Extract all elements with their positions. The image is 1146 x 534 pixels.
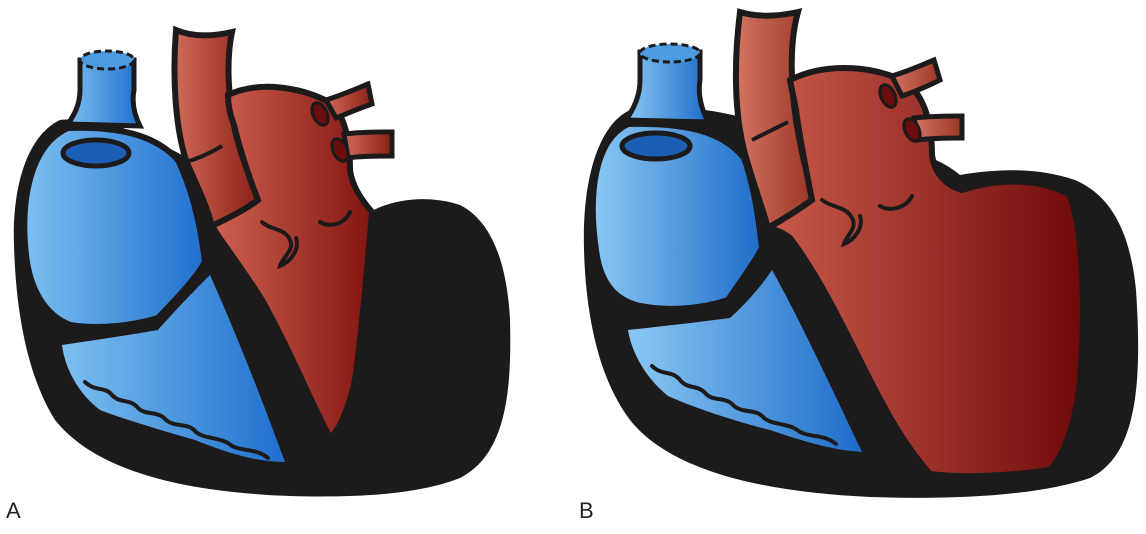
heart-b-pulmonary-vein-upper	[892, 60, 940, 96]
heart-a-ivc-opening	[63, 140, 129, 166]
heart-a-pulmonary-vein-upper	[326, 84, 372, 118]
panel-label-a: A	[6, 500, 21, 522]
heart-a-svc-opening	[80, 51, 134, 69]
heart-b-svc-opening	[640, 44, 700, 62]
heart-b	[584, 12, 1138, 498]
heart-b-ivc-opening	[622, 133, 690, 159]
heart-a-pulmonary-vein-lower	[344, 132, 392, 158]
heart-a	[14, 30, 510, 496]
panel-label-b: B	[579, 500, 594, 522]
heart-a-superior-vena-cava	[68, 60, 140, 126]
